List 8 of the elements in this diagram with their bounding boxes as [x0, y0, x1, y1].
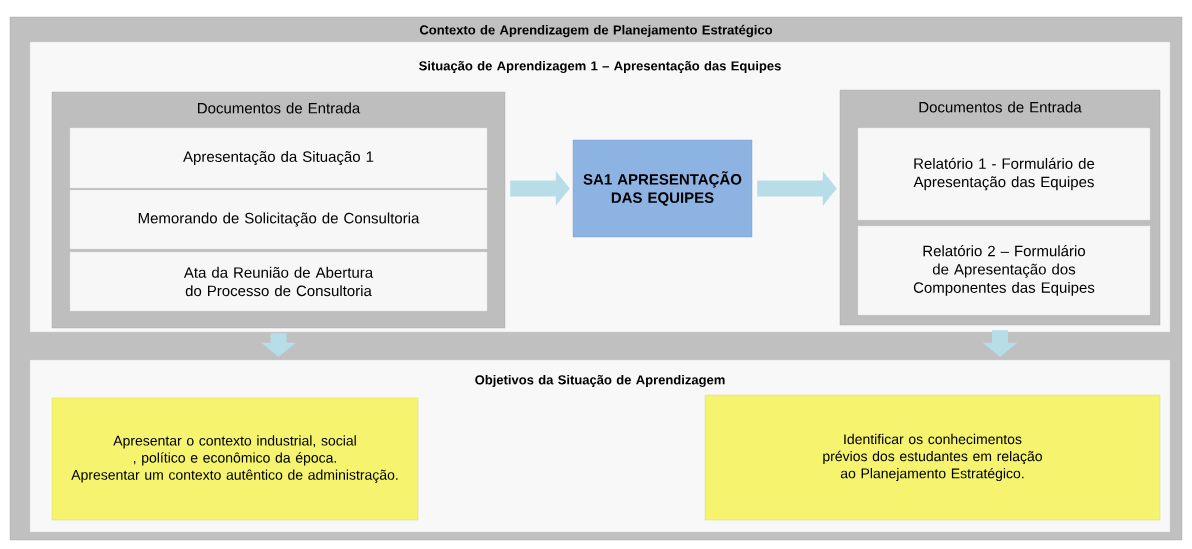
- process-box: SA1 APRESENTAÇÃO DAS EQUIPES: [572, 139, 753, 238]
- objective-box: Identificar os conhecimentos prévios dos estudantes em relação ao Planejamento Estratégico.: [704, 394, 1161, 521]
- document-box: Apresentação da Situação 1: [69, 127, 488, 189]
- document-box: Relatório 2 – Formulário de Apresentação dos Componentes das Equipes: [857, 225, 1151, 316]
- document-box: Relatório 1 - Formulário de Apresentação das Equipes: [857, 127, 1151, 221]
- document-box: Memorando de Solicitação de Consultoria: [69, 189, 488, 250]
- document-box: Ata da Reunião de Abertura do Processo de Consultoria: [69, 251, 488, 312]
- objective-box: Apresentar o contexto industrial, social , político e econômico da época. Apresentar um contexto autêntico de administração.: [51, 397, 419, 521]
